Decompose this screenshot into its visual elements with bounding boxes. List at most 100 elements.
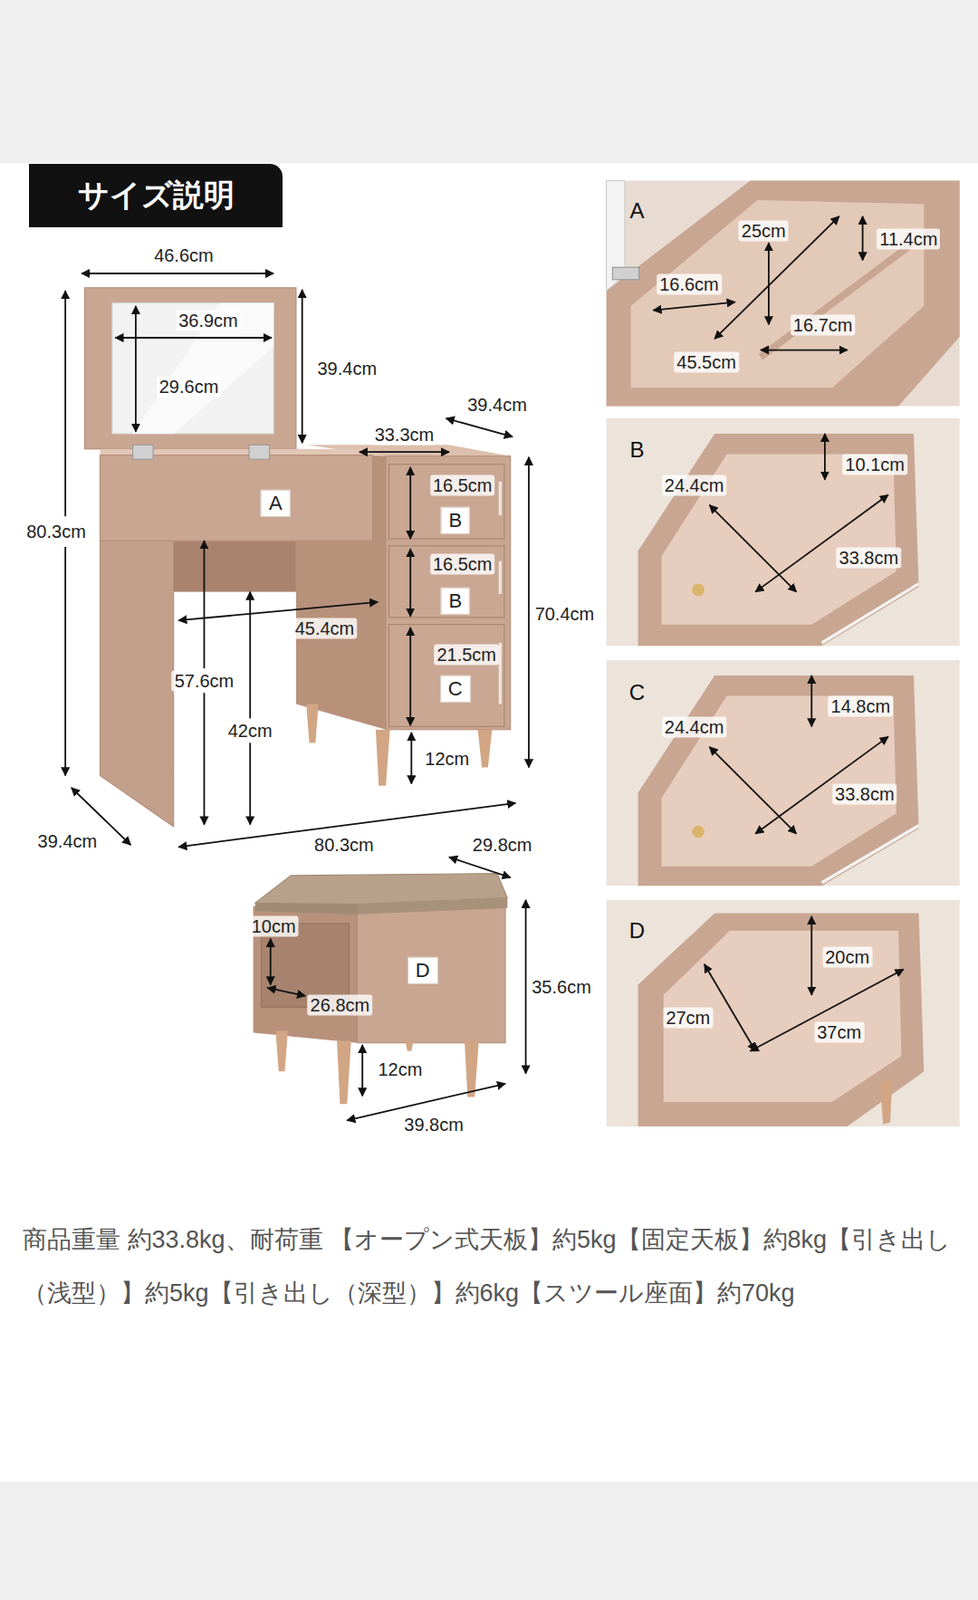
- dimension-label: 11.4cm: [876, 228, 940, 250]
- dimension-arrow: [709, 747, 797, 835]
- stool-drawing: [253, 873, 509, 1105]
- dimension-label: 35.6cm: [528, 976, 595, 998]
- dimension-label: 14.8cm: [828, 695, 894, 717]
- dresser-drawing: [389, 624, 505, 728]
- dresser-drawing: [99, 455, 373, 542]
- dimension-arrow: [115, 336, 271, 339]
- dresser-drawing: [99, 540, 173, 827]
- dimension-arrow: [824, 433, 826, 480]
- dimension-arrow: [409, 627, 412, 726]
- dimension-arrow: [767, 242, 770, 325]
- dimension-label: 21.5cm: [433, 644, 499, 666]
- dimension-label: 57.6cm: [172, 670, 238, 691]
- dresser-drawing: [498, 561, 502, 595]
- page-ground: [0, 0, 978, 163]
- dimension-arrow: [755, 495, 889, 593]
- photo-panel-b: [822, 584, 920, 643]
- photo-panel-a: [606, 180, 960, 406]
- dimension-arrow: [409, 467, 412, 539]
- photo-panel-c: [606, 660, 960, 886]
- dimension-label: 29.6cm: [156, 376, 222, 398]
- dimension-arrow: [203, 540, 206, 669]
- photo-panel-d: [606, 900, 960, 1127]
- dimension-arrow: [862, 216, 864, 260]
- dresser-drawing: [85, 287, 511, 827]
- dimension-arrow: [267, 987, 306, 997]
- dimension-arrow: [653, 302, 736, 311]
- dresser-drawing: [306, 704, 319, 744]
- panel-letter: A: [629, 198, 644, 224]
- dimension-arrow: [249, 742, 251, 825]
- photo-panel-a: [612, 267, 639, 280]
- stool-drawing: [336, 1040, 352, 1104]
- dimension-label: 45.4cm: [292, 618, 358, 640]
- dresser-drawing: [389, 464, 505, 539]
- stool-drawing: [357, 901, 506, 1044]
- part-letter-tag: B: [440, 507, 470, 535]
- dresser-drawing: [389, 546, 505, 618]
- dresser-drawing: [375, 729, 391, 787]
- dimension-label: 42cm: [225, 719, 276, 741]
- dimension-label: 33.8cm: [832, 783, 898, 805]
- dimension-arrow: [810, 675, 813, 727]
- photo-panel-b: [638, 433, 920, 646]
- dimension-label: 80.3cm: [23, 521, 89, 543]
- dimension-arrow: [65, 216, 904, 1121]
- photo-panel-b: [691, 584, 705, 597]
- photo-panel-d: [880, 1079, 893, 1125]
- dimension-label: 24.4cm: [661, 475, 728, 497]
- dimension-arrow: [64, 546, 67, 776]
- dimension-arrow: [709, 505, 797, 593]
- photo-panel-a: [760, 242, 914, 357]
- dimension-label: 12cm: [421, 748, 472, 770]
- dimension-label: 39.4cm: [464, 394, 530, 416]
- dimension-arrow: [410, 732, 413, 784]
- dimension-label: 37cm: [814, 1022, 864, 1044]
- dimension-arrow: [361, 1045, 364, 1096]
- dimension-arrow: [527, 457, 530, 768]
- section-title: サイズ説明: [28, 163, 283, 228]
- dimension-arrow: [446, 418, 513, 437]
- panel-letter: B: [629, 437, 644, 463]
- part-letter: A: [268, 490, 283, 515]
- photo-panel-c: [606, 660, 960, 886]
- dimension-label: 16.7cm: [790, 315, 856, 336]
- dimension-label: 46.6cm: [151, 244, 217, 266]
- dimension-label: 16.5cm: [430, 475, 496, 497]
- part-letter: B: [448, 589, 462, 614]
- dresser-drawing: [498, 481, 502, 516]
- part-letter-tag: C: [440, 674, 471, 702]
- dimension-label: 33.8cm: [836, 547, 902, 569]
- dimension-label: 45.5cm: [673, 352, 739, 374]
- part-letter: D: [415, 958, 431, 982]
- dimension-label: 10.1cm: [842, 453, 908, 475]
- dimension-label: 20cm: [822, 947, 873, 969]
- drawer-photo-panel: C14.8cm24.4cm33.8cm: [606, 660, 960, 886]
- dimension-arrow: [750, 969, 904, 1052]
- photo-panel-c: [638, 675, 920, 886]
- dimension-label: 27cm: [662, 1006, 713, 1028]
- dimension-arrow: [134, 306, 137, 432]
- dimension-label: 12cm: [374, 1059, 425, 1081]
- stool-drawing: [357, 898, 509, 915]
- dimension-arrow: [64, 290, 67, 517]
- dresser-drawing: [498, 642, 502, 705]
- dimension-label: 36.9cm: [175, 309, 241, 331]
- photo-panel-b: [661, 453, 897, 624]
- photo-panel-b: [606, 418, 960, 646]
- dimension-label: 29.8cm: [469, 834, 536, 856]
- dresser-drawing: [249, 444, 270, 460]
- panel-letter: C: [629, 680, 645, 706]
- drawer-photo-panel: A25cm11.4cm16.6cm16.7cm45.5cm: [606, 180, 960, 406]
- dresser-drawing: [385, 456, 511, 730]
- dimension-arrow: [760, 349, 848, 352]
- dimension-label: 10cm: [249, 916, 299, 938]
- dimension-label: 16.6cm: [656, 274, 722, 296]
- part-letter-tag: D: [407, 956, 439, 984]
- dimension-arrow: [409, 548, 412, 616]
- dimension-label: 16.5cm: [430, 554, 496, 576]
- dresser-drawing: [478, 729, 493, 768]
